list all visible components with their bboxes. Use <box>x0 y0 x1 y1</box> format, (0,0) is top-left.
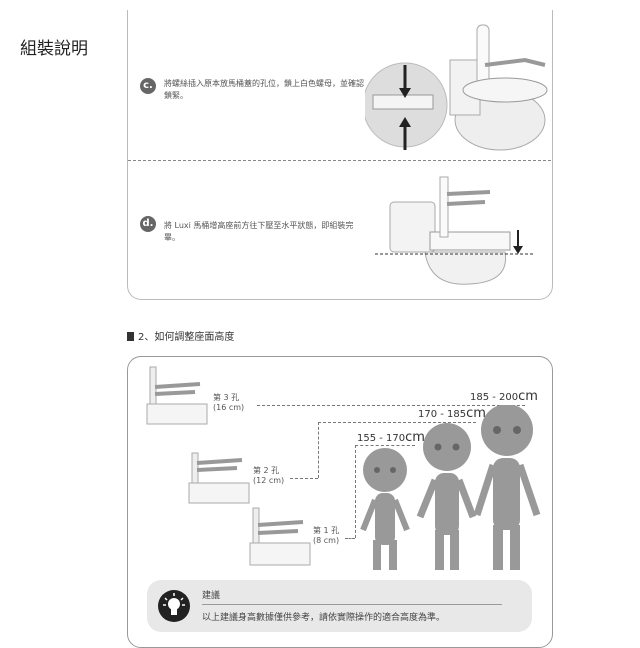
guide-line-hole-2 <box>290 478 318 479</box>
tip-title: 建議 <box>202 591 221 601</box>
hole-2-label: 第 2 孔(12 cm) <box>253 466 285 485</box>
range-155-170: 155 - 170cm <box>357 430 425 445</box>
step-d-badge: d. <box>140 216 156 232</box>
assembly-steps-box <box>127 10 553 300</box>
step-d-text: 將 Luxi 馬桶增高座前方往下壓至水平狀態，即組裝完畢。 <box>164 221 354 242</box>
tip-divider <box>202 604 502 605</box>
page-title: 組裝說明 <box>20 39 88 59</box>
heading-square-icon <box>127 332 134 341</box>
seat-hole-1-illustration <box>249 507 311 566</box>
range-170-185: 170 - 185cm <box>418 406 486 421</box>
guide-line-hole-3 <box>257 405 525 406</box>
figure-medium <box>416 423 477 570</box>
figure-small <box>360 448 410 570</box>
seat-hole-2-illustration <box>188 452 250 504</box>
seat-hole-3-illustration <box>146 366 208 425</box>
range-185-200: 185 - 200cm <box>470 389 538 404</box>
step-c-badge: c. <box>140 78 156 94</box>
guide-line-hole-1-top <box>355 445 415 446</box>
step-divider <box>128 160 551 161</box>
hole-1-label: 第 1 孔(8 cm) <box>313 526 340 545</box>
hole-3-label: 第 3 孔(16 cm) <box>213 393 245 412</box>
step-d-illustration <box>375 176 535 285</box>
lightbulb-icon <box>158 590 190 622</box>
guide-line-hole-1 <box>345 538 355 539</box>
tip-box: 建議 以上建議身高數據僅供參考，請依實際操作的適合高度為準。 <box>147 580 532 632</box>
step-c-illustration <box>365 24 548 151</box>
height-figures <box>360 405 541 570</box>
section-2-heading: 2、如何調整座面高度 <box>127 328 234 343</box>
guide-line-hole-1-vertical <box>355 445 356 538</box>
figure-tall <box>473 405 541 570</box>
section-2-title: 2、如何調整座面高度 <box>138 332 235 343</box>
tip-text: 以上建議身高數據僅供參考，請依實際操作的適合高度為準。 <box>202 613 446 623</box>
guide-line-hole-2-top <box>318 422 476 423</box>
guide-line-hole-2-vertical <box>318 422 319 478</box>
step-c-text: 將螺絲插入原本放馬桶蓋的孔位，鎖上白色螺母，並確認鎖緊。 <box>164 79 364 100</box>
